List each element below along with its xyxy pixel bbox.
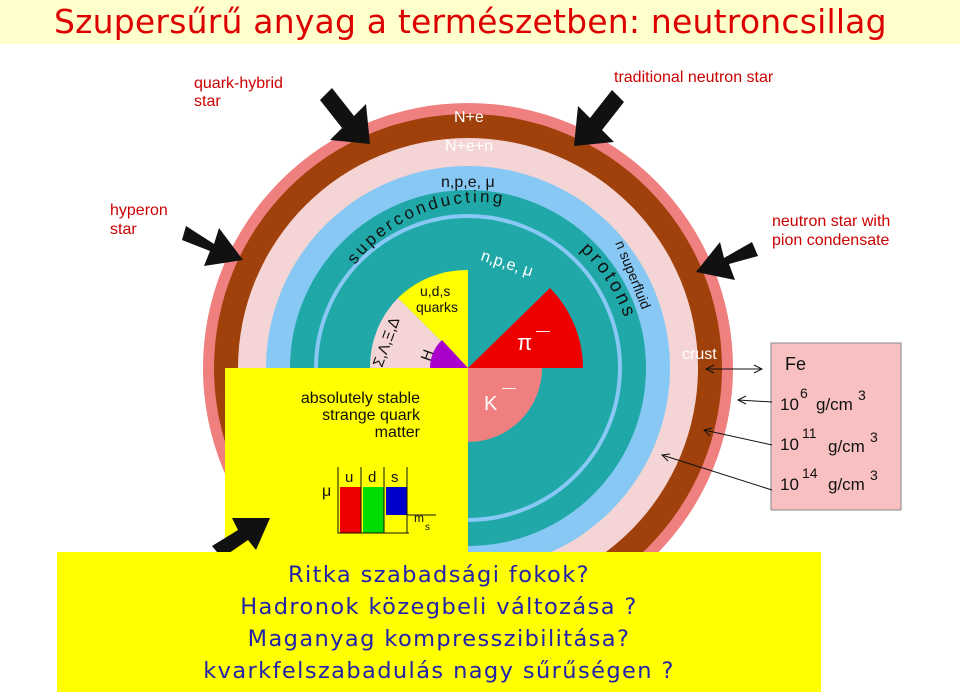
arrow-traditional (574, 90, 624, 146)
density-1-unit-exp: 3 (858, 387, 866, 403)
density-1-exp: 6 (800, 385, 808, 401)
pi-bar: — (536, 322, 550, 338)
crust-label: crust (682, 346, 717, 363)
hyperon-label-2: star (110, 221, 137, 238)
density-1-unit: g/cm (816, 395, 853, 414)
s-quark-bar (386, 487, 407, 515)
density-2-unit: g/cm (828, 437, 865, 456)
question-1: Ritka szabadsági fokok? (57, 562, 821, 588)
u-label: u (345, 469, 353, 486)
layer-n-e-n: N+e+n (445, 138, 493, 155)
pion-label-2: pion condensate (772, 232, 890, 249)
ms-label: m (414, 511, 424, 525)
k-label: K (484, 393, 498, 415)
quarks-label-2: quarks (416, 299, 458, 315)
traditional-label: traditional neutron star (614, 69, 774, 86)
question-4: kvarkfelszabadulás nagy sűrűségen ? (57, 658, 821, 684)
density-3-unit: g/cm (828, 475, 865, 494)
density-arrow-1 (738, 400, 772, 402)
k-bar: — (502, 379, 516, 395)
d-quark-bar (363, 487, 384, 533)
question-2: Hadronok közegbeli változása ? (57, 594, 821, 620)
density-3-exp: 14 (802, 465, 818, 481)
layer-n-e: N+e (454, 109, 484, 126)
s-label: s (391, 469, 399, 486)
density-2-exp: 11 (802, 425, 817, 441)
strange-line-2: strange quark (322, 407, 421, 424)
quark-hybrid-label-2: star (194, 93, 221, 110)
ms-subscript: s (425, 522, 430, 533)
quarks-label-1: u,d,s (420, 283, 450, 299)
strange-line-3: matter (375, 424, 421, 441)
d-label: d (368, 469, 376, 486)
pion-label-1: neutron star with (772, 213, 890, 230)
question-3: Maganyag kompresszibilitása? (57, 626, 821, 652)
strange-line-1: absolutely stable (301, 390, 420, 407)
questions-box: Ritka szabadsági fokok? Hadronok közegbe… (57, 552, 821, 692)
pi-label: π (517, 330, 532, 355)
density-2-unit-exp: 3 (870, 429, 878, 445)
u-quark-bar (340, 487, 361, 533)
mu-label: μ (322, 483, 331, 500)
density-3-unit-exp: 3 (870, 467, 878, 483)
density-1-base: 10 (780, 395, 799, 414)
hyperon-label-1: hyperon (110, 202, 168, 219)
quark-hybrid-label-1: quark-hybrid (194, 75, 283, 92)
density-3-base: 10 (780, 475, 799, 494)
density-2-base: 10 (780, 435, 799, 454)
fe-label: Fe (785, 354, 806, 374)
arrow-quark-hybrid (320, 88, 370, 144)
